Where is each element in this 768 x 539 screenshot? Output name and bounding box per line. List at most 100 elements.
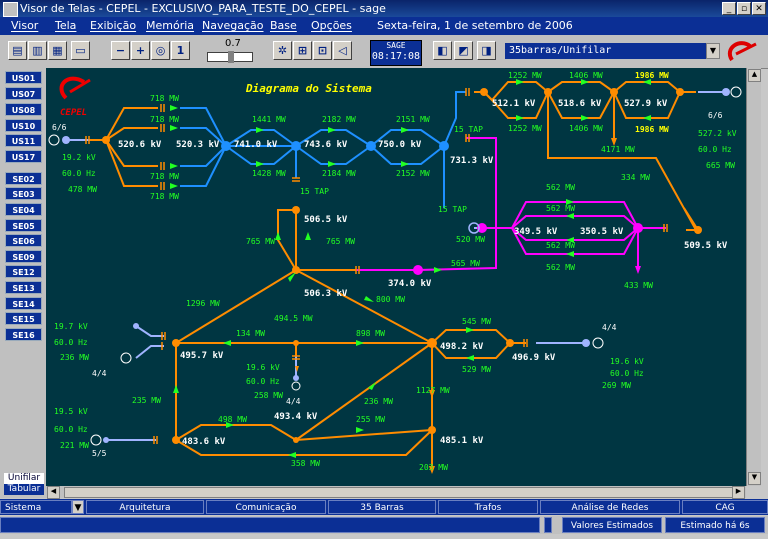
svg-text:203 MW: 203 MW bbox=[419, 463, 448, 472]
svg-text:718 MW: 718 MW bbox=[150, 192, 179, 201]
svg-text:60.0 Hz: 60.0 Hz bbox=[246, 377, 280, 386]
generator-icon bbox=[90, 434, 102, 446]
svg-text:4/4: 4/4 bbox=[602, 323, 617, 332]
tab-tabular[interactable]: Tabular bbox=[4, 484, 44, 495]
sidebar-item-se15[interactable]: SE15 bbox=[5, 312, 42, 325]
nav-up-icon[interactable]: ◩ bbox=[454, 41, 473, 60]
menu-exibicao[interactable]: Exibição bbox=[90, 19, 137, 32]
maximize-button[interactable]: ▫ bbox=[737, 2, 751, 15]
folder-next-icon[interactable]: ▦ bbox=[48, 41, 67, 60]
arquitetura-button[interactable]: Arquitetura bbox=[86, 500, 204, 514]
sidebar-item-us10[interactable]: US10 bbox=[5, 119, 42, 132]
svg-text:258 MW: 258 MW bbox=[254, 391, 283, 400]
sidebar-item-se05[interactable]: SE05 bbox=[5, 219, 42, 232]
sidebar-item-us01[interactable]: US01 bbox=[5, 71, 42, 84]
sidebar-item-se16[interactable]: SE16 bbox=[5, 328, 42, 341]
scroll-up-icon[interactable]: ▲ bbox=[748, 69, 761, 82]
sidebar-item-se02[interactable]: SE02 bbox=[5, 172, 42, 185]
svg-text:527.2 kV: 527.2 kV bbox=[698, 129, 737, 138]
tab-unifilar[interactable]: Unifilar bbox=[4, 473, 44, 484]
open-folder-icon[interactable]: ▤ bbox=[8, 41, 27, 60]
vertical-scrollbar[interactable]: ▲ ▼ bbox=[746, 68, 761, 486]
svg-text:800 MW: 800 MW bbox=[376, 295, 405, 304]
alarm-icon[interactable]: ⊡ bbox=[313, 41, 332, 60]
status-bar: Valores Estimados Estimado há 6s bbox=[0, 516, 768, 534]
lock-icon[interactable]: ⊞ bbox=[293, 41, 312, 60]
svg-text:60.0 Hz: 60.0 Hz bbox=[698, 145, 732, 154]
chevron-down-icon[interactable]: ▼ bbox=[72, 500, 84, 514]
svg-text:512.1 kV: 512.1 kV bbox=[492, 99, 536, 109]
menu-visor[interactable]: Visor bbox=[11, 19, 39, 32]
generator-icon bbox=[120, 352, 132, 364]
nav-left-icon[interactable]: ◧ bbox=[433, 41, 452, 60]
sidebar-item-us17[interactable]: US17 bbox=[5, 150, 42, 163]
svg-text:60.0 Hz: 60.0 Hz bbox=[610, 369, 644, 378]
svg-text:565 MW: 565 MW bbox=[451, 259, 480, 268]
scroll-right-icon[interactable]: ▶ bbox=[732, 486, 745, 499]
station-sidebar: US01 US07 US08 US10 US11 US17 SE02 SE03 … bbox=[0, 68, 46, 498]
current-date: Sexta-feira, 1 de setembro de 2006 bbox=[377, 19, 573, 32]
scroll-left-icon[interactable]: ◀ bbox=[47, 486, 60, 499]
sidebar-item-se14[interactable]: SE14 bbox=[5, 297, 42, 310]
generator-icon bbox=[592, 337, 604, 349]
menu-tela[interactable]: Tela bbox=[55, 19, 77, 32]
speaker-icon[interactable]: ◁ bbox=[333, 41, 352, 60]
menu-navegacao[interactable]: Navegação bbox=[202, 19, 264, 32]
sistema-selector[interactable]: Sistema bbox=[0, 500, 72, 514]
sidebar-item-se03[interactable]: SE03 bbox=[5, 187, 42, 200]
svg-text:1986 MW: 1986 MW bbox=[635, 125, 669, 134]
svg-text:CEPEL: CEPEL bbox=[60, 108, 87, 118]
zoom-out-icon[interactable]: − bbox=[111, 41, 130, 60]
sidebar-item-se04[interactable]: SE04 bbox=[5, 203, 42, 216]
35-barras-button[interactable]: 35 Barras bbox=[328, 500, 436, 514]
sidebar-item-se06[interactable]: SE06 bbox=[5, 234, 42, 247]
menu-opcoes[interactable]: Opções bbox=[311, 19, 352, 32]
svg-text:134 MW: 134 MW bbox=[236, 329, 265, 338]
sidebar-item-se12[interactable]: SE12 bbox=[5, 265, 42, 278]
sidebar-item-se09[interactable]: SE09 bbox=[5, 250, 42, 263]
svg-text:19.7 kV: 19.7 kV bbox=[54, 322, 88, 331]
scroll-thumb[interactable] bbox=[64, 487, 736, 498]
zoom-in-icon[interactable]: + bbox=[131, 41, 150, 60]
chevron-down-icon[interactable]: ▼ bbox=[706, 43, 720, 59]
minimize-button[interactable]: _ bbox=[722, 2, 736, 15]
menu-memoria[interactable]: Memória bbox=[146, 19, 195, 32]
zoom-reset-icon[interactable]: 1 bbox=[171, 41, 190, 60]
sidebar-item-us07[interactable]: US07 bbox=[5, 87, 42, 100]
sidebar-item-se13[interactable]: SE13 bbox=[5, 281, 42, 294]
diagram-canvas[interactable]: Diagrama do Sistema CEPEL bbox=[46, 68, 746, 486]
zoom-fit-icon[interactable]: ◎ bbox=[151, 41, 170, 60]
zoom-slider[interactable] bbox=[207, 51, 253, 63]
svg-text:236 MW: 236 MW bbox=[60, 353, 89, 362]
horizontal-scrollbar[interactable]: ◀ ▶ bbox=[46, 486, 746, 499]
svg-text:349.5 kV: 349.5 kV bbox=[514, 227, 558, 237]
cag-button[interactable]: CAG bbox=[682, 500, 768, 514]
folder-icon[interactable]: ▥ bbox=[28, 41, 47, 60]
svg-text:718 MW: 718 MW bbox=[150, 94, 179, 103]
close-button[interactable]: ✕ bbox=[752, 2, 766, 15]
nav-right-icon[interactable]: ◨ bbox=[477, 41, 496, 60]
analise-de-redes-button[interactable]: Análise de Redes bbox=[540, 500, 680, 514]
sidebar-item-us08[interactable]: US08 bbox=[5, 103, 42, 116]
svg-text:1127 MW: 1127 MW bbox=[416, 386, 450, 395]
svg-text:494.5 MW: 494.5 MW bbox=[274, 314, 313, 323]
trafos-button[interactable]: Trafos bbox=[438, 500, 538, 514]
gear-icon[interactable]: ✲ bbox=[273, 41, 292, 60]
clock: SAGE 08:17:08 bbox=[370, 40, 422, 66]
svg-text:741.0 kV: 741.0 kV bbox=[234, 140, 278, 150]
display-selector[interactable]: 35barras/Unifilar bbox=[505, 43, 707, 59]
svg-text:255 MW: 255 MW bbox=[356, 415, 385, 424]
svg-text:221 MW: 221 MW bbox=[60, 441, 89, 450]
sidebar-item-us11[interactable]: US11 bbox=[5, 134, 42, 147]
cepel-logo-icon bbox=[728, 41, 757, 62]
svg-text:898 MW: 898 MW bbox=[356, 329, 385, 338]
svg-text:4171 MW: 4171 MW bbox=[601, 145, 635, 154]
comunicacao-button[interactable]: Comunicação bbox=[206, 500, 326, 514]
status-estimated-time: Estimado há 6s bbox=[665, 517, 765, 533]
print-icon[interactable]: ▭ bbox=[71, 41, 90, 60]
svg-text:527.9 kV: 527.9 kV bbox=[624, 99, 668, 109]
zoom-slider-thumb[interactable] bbox=[228, 51, 234, 63]
window-title: Visor de Telas - CEPEL - EXCLUSIVO_PARA_… bbox=[20, 2, 386, 15]
scroll-down-icon[interactable]: ▼ bbox=[748, 472, 761, 485]
menu-base[interactable]: Base bbox=[270, 19, 297, 32]
